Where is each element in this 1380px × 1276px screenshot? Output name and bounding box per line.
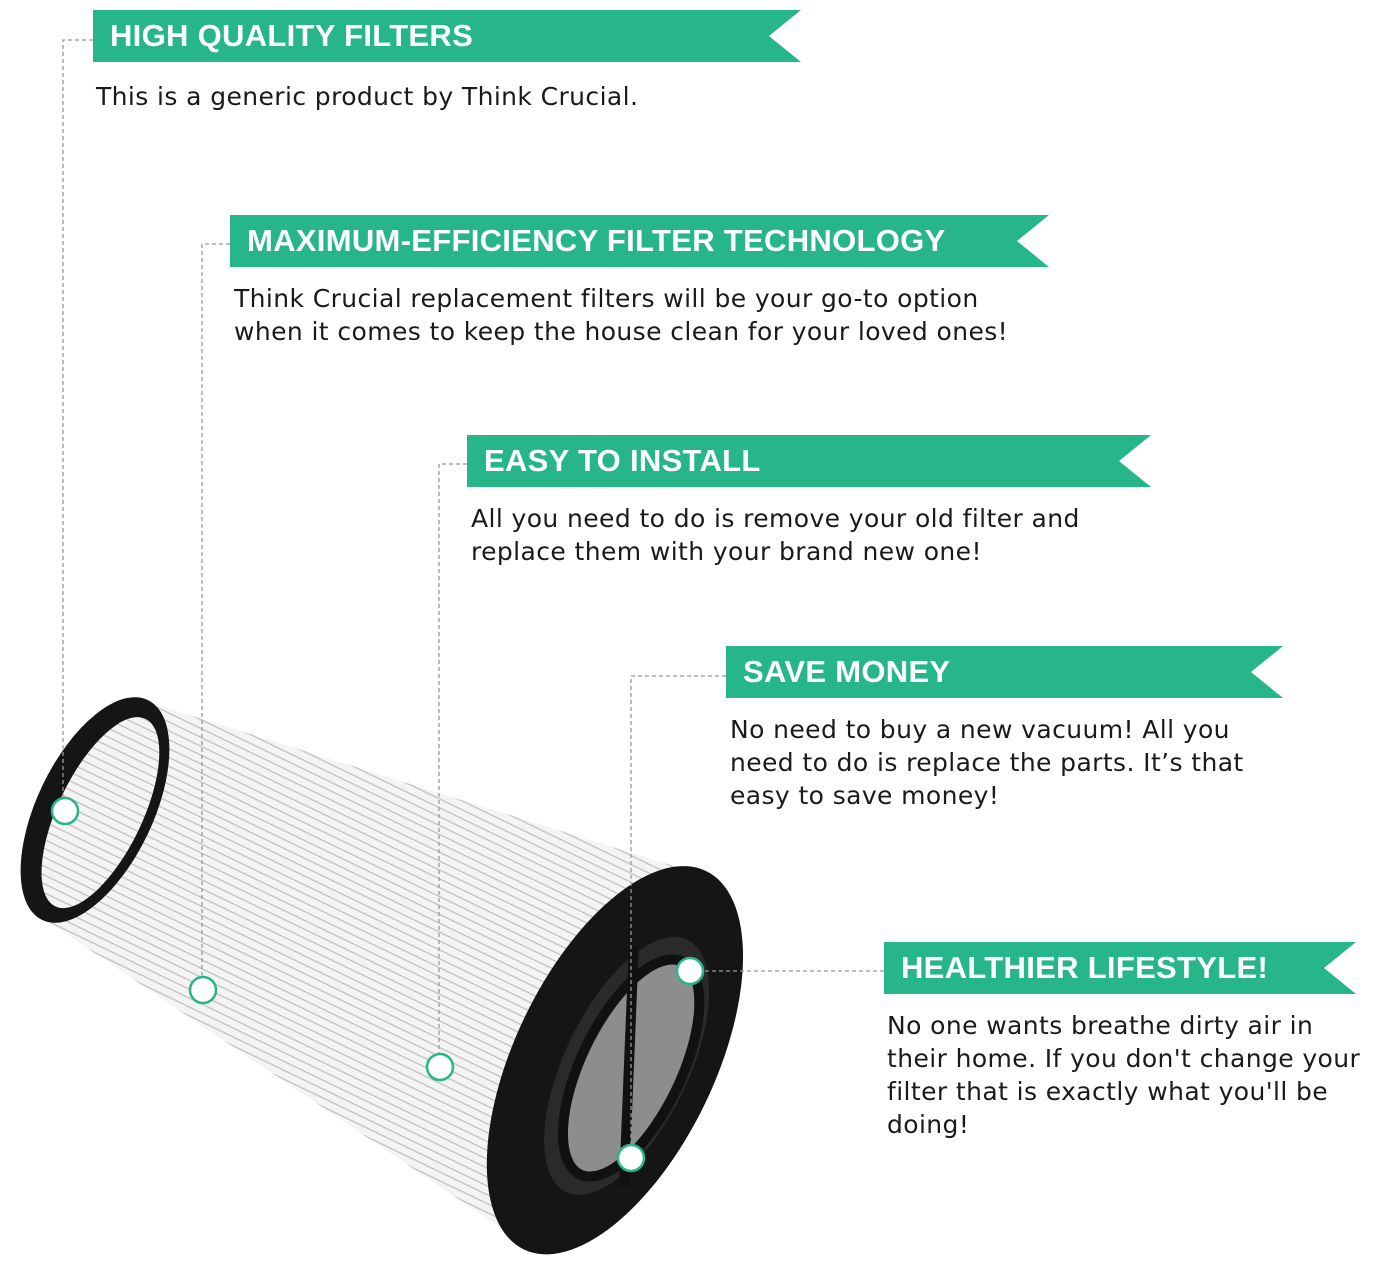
feature-text-easy-install: All you need to do is remove your old fi… <box>471 502 1080 568</box>
feature-text-save-money: No need to buy a new vacuum! All you nee… <box>730 713 1244 812</box>
callout-dot-5 <box>675 956 705 986</box>
text-line: All you need to do is remove your old fi… <box>471 504 1080 533</box>
callout-dot-1 <box>50 796 80 826</box>
feature-banner-max-efficiency: MAXIMUM-EFFICIENCY FILTER TECHNOLOGY <box>230 215 1049 267</box>
hepa-filter <box>20 697 744 1255</box>
feature-banner-healthier: HEALTHIER LIFESTYLE! <box>884 942 1356 994</box>
feature-text-max-efficiency: Think Crucial replacement filters will b… <box>234 282 1008 348</box>
text-line: when it comes to keep the house clean fo… <box>234 317 1009 346</box>
callout-dot-3 <box>425 1052 455 1082</box>
text-line: replace them with your brand new one! <box>471 537 982 566</box>
text-line: easy to save money! <box>730 781 1000 810</box>
feature-banner-easy-install: EASY TO INSTALL <box>467 435 1151 487</box>
feature-banner-high-quality: HIGH QUALITY FILTERS <box>93 10 801 62</box>
feature-text-healthier: No one wants breathe dirty air in their … <box>887 1009 1360 1141</box>
text-line: need to do is replace the parts. It’s th… <box>730 748 1244 777</box>
text-line: their home. If you don't change your <box>887 1044 1361 1073</box>
text-line: This is a generic product by Think Cruci… <box>96 82 639 111</box>
text-line: filter that is exactly what you'll be <box>887 1077 1329 1106</box>
text-line: No need to buy a new vacuum! All you <box>730 715 1230 744</box>
text-line: No one wants breathe dirty air in <box>887 1011 1314 1040</box>
leader-lines <box>62 39 884 1146</box>
callout-dot-4 <box>616 1143 646 1173</box>
feature-text-high-quality: This is a generic product by Think Cruci… <box>96 80 638 113</box>
text-line: doing! <box>887 1110 970 1139</box>
callout-dot-2 <box>188 975 218 1005</box>
callout-dots <box>50 796 705 1173</box>
text-line: Think Crucial replacement filters will b… <box>234 284 979 313</box>
feature-banner-save-money: SAVE MONEY <box>726 646 1283 698</box>
